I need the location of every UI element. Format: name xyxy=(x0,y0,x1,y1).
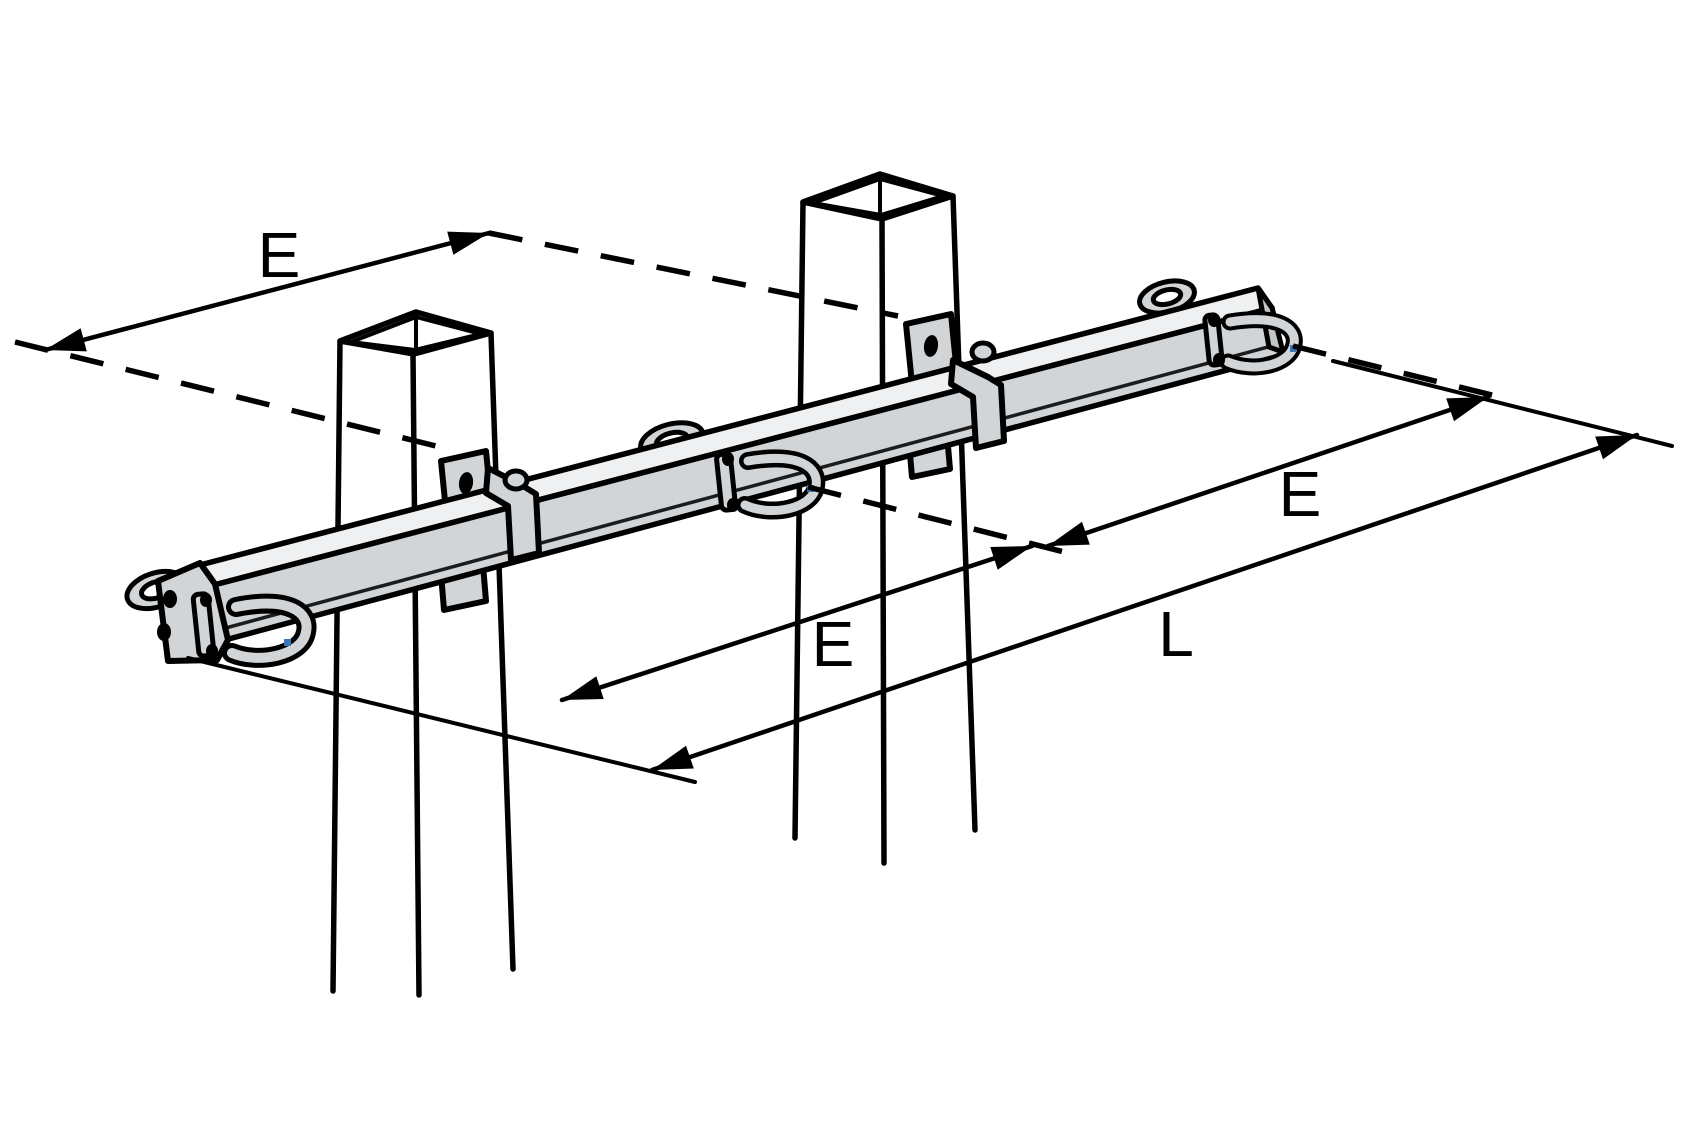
beam-lower-chamfer-line xyxy=(221,342,1280,631)
right-clamp-bolt xyxy=(969,340,997,364)
extension-line-beam-right-end xyxy=(1331,359,1674,448)
right-post-edge-left xyxy=(792,199,806,841)
shackle-left-pin-bottom xyxy=(206,644,218,658)
arrow-left-icon xyxy=(562,676,604,700)
projection-dashed-left-bracket xyxy=(14,339,453,453)
left-post-edge-left xyxy=(330,338,343,994)
left-bracket-bolt-hole xyxy=(458,472,474,494)
left-post xyxy=(330,309,516,998)
arrow-left-icon xyxy=(652,745,694,770)
left-post-top-face-inner xyxy=(349,315,483,352)
projection-dashed-middle-shackle xyxy=(807,484,1081,559)
dimension-total-length: L xyxy=(649,432,1640,773)
arrow-right-icon xyxy=(990,546,1032,570)
right-post-edge-right xyxy=(950,193,978,833)
shackle-middle-pin-top xyxy=(722,452,734,466)
projection-lines xyxy=(14,230,1674,784)
right-post-top-face-inner xyxy=(811,177,945,217)
arrow-left-icon xyxy=(45,328,87,352)
shackle-right-pin-bottom xyxy=(1213,353,1225,367)
right-bracket-bolt-hole xyxy=(923,335,939,357)
dimension-label-e-top: E xyxy=(258,219,301,291)
shackle-left xyxy=(190,591,317,668)
shackle-right-pin-top xyxy=(1208,313,1220,327)
left-post-edge-right xyxy=(488,330,516,972)
beam-front-face xyxy=(211,305,1286,643)
left-post-edge-front xyxy=(410,351,422,998)
dimension-top-spacing: E xyxy=(42,219,492,353)
extension-line-beam-left-end xyxy=(186,656,697,784)
dimension-label-l: L xyxy=(1158,598,1194,670)
left-bracket-hook xyxy=(483,465,542,563)
arrow-right-icon xyxy=(1595,435,1637,460)
left-clamp-bolt xyxy=(502,468,530,492)
right-post-edge-front xyxy=(879,216,887,866)
shackle-left-pin-top xyxy=(200,593,212,607)
dimension-label-e-right: E xyxy=(1279,458,1322,530)
right-post xyxy=(792,171,978,866)
dimension-right-spacing: E xyxy=(1045,394,1491,549)
right-pole-bracket-plate xyxy=(903,311,960,387)
projection-dashed-right-shackle xyxy=(1292,343,1513,403)
arrow-right-icon xyxy=(1446,397,1488,422)
dimension-label-e-middle: E xyxy=(812,608,855,680)
shackle-middle-pin-bottom xyxy=(727,498,739,512)
shackle-middle xyxy=(714,449,826,520)
projection-dashed-right-bracket xyxy=(488,230,899,319)
dimension-middle-spacing: E xyxy=(559,543,1035,703)
right-bracket-hook xyxy=(948,340,1007,451)
arrow-right-icon xyxy=(447,231,489,255)
arrow-left-icon xyxy=(1048,521,1090,546)
